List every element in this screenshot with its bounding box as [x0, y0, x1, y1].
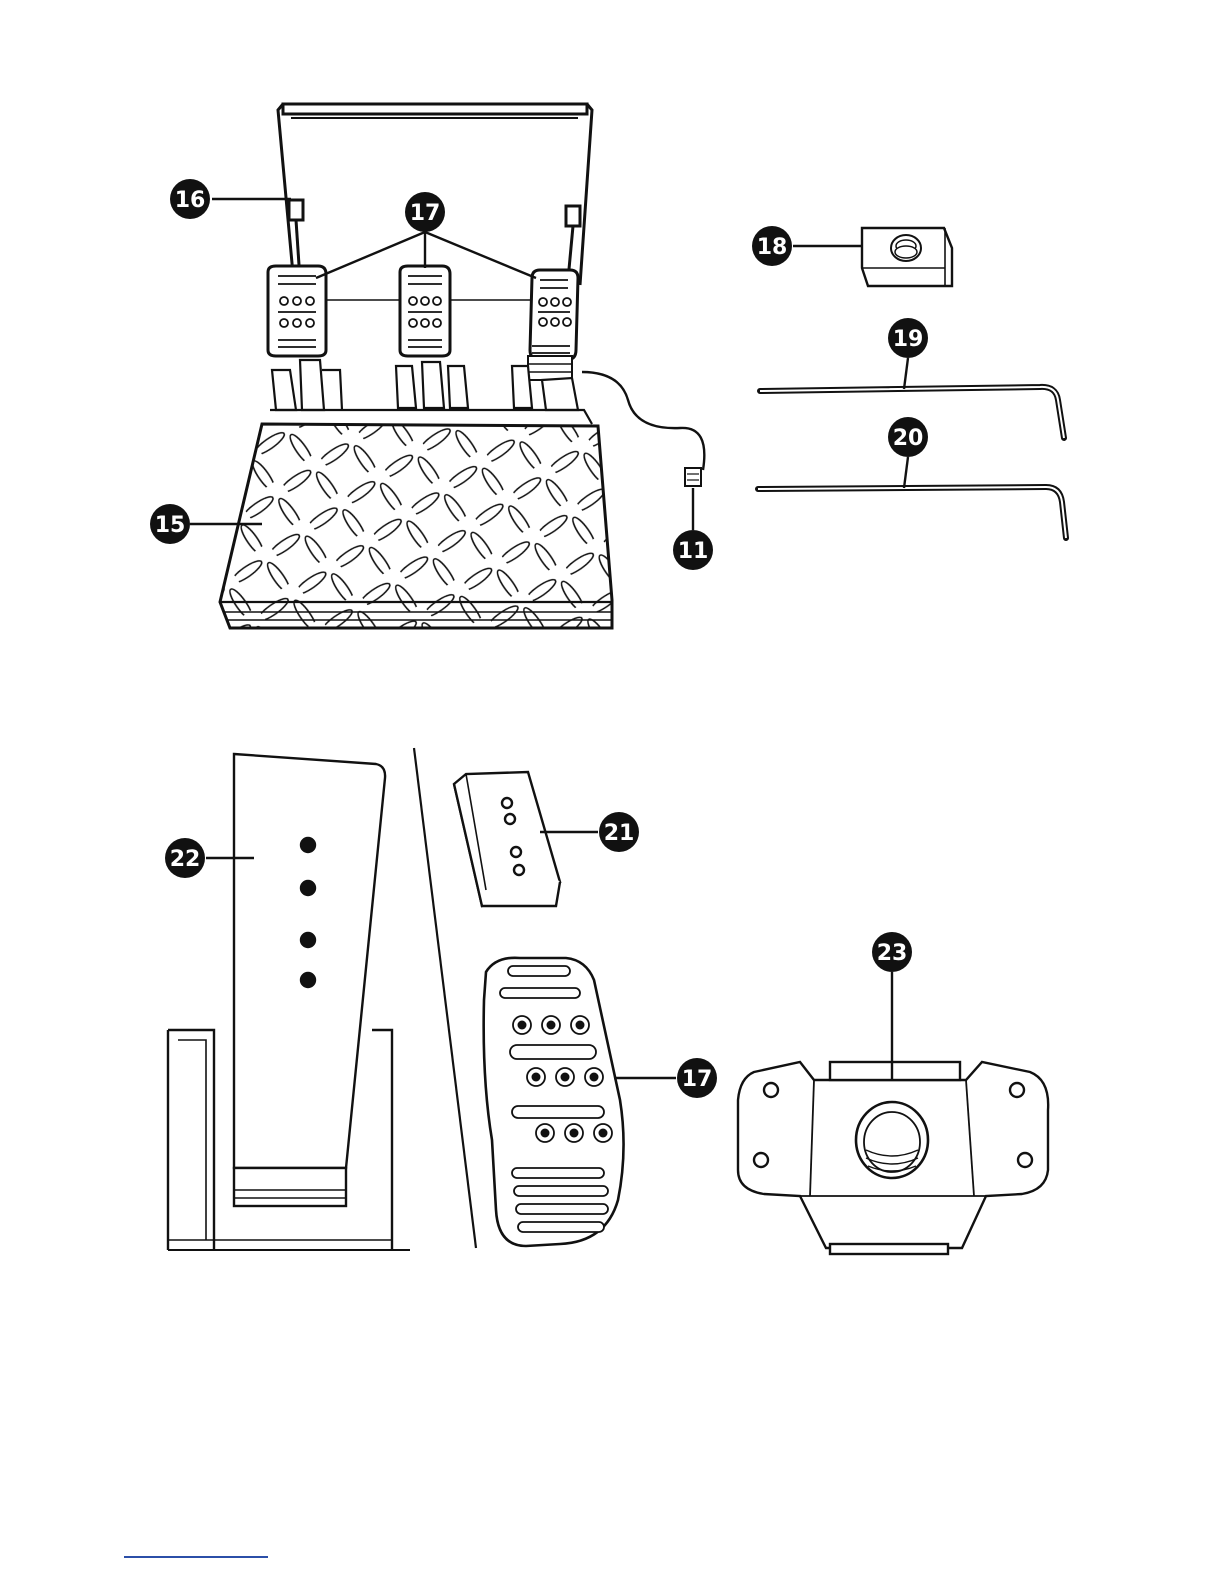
callout-19: 19 — [888, 318, 928, 358]
svg-text:21: 21 — [604, 821, 635, 846]
pedal-pad-center — [400, 266, 450, 356]
callout-17-top: 17 — [405, 192, 445, 232]
callout-11: 11 — [673, 530, 713, 570]
callout-18: 18 — [752, 226, 792, 266]
pedal-insert-illustration — [454, 772, 560, 906]
svg-text:18: 18 — [757, 235, 788, 260]
callout-20: 20 — [888, 417, 928, 457]
svg-text:20: 20 — [893, 426, 924, 451]
svg-text:17: 17 — [682, 1067, 713, 1092]
pedal-set-illustration — [220, 104, 704, 628]
svg-text:15: 15 — [155, 513, 186, 538]
callout-23: 23 — [872, 932, 912, 972]
pedal-arm-illustration — [168, 754, 410, 1250]
pedal-pad-large-illustration — [484, 958, 624, 1246]
callout-15: 15 — [150, 504, 190, 544]
allen-key-small-illustration — [758, 487, 1066, 538]
footer-rule — [124, 1556, 268, 1558]
svg-text:17: 17 — [410, 201, 441, 226]
callout-17-bottom: 17 — [677, 1058, 717, 1098]
svg-text:16: 16 — [175, 188, 206, 213]
callout-22: 22 — [165, 838, 205, 878]
svg-text:19: 19 — [893, 327, 924, 352]
mounting-bracket-illustration — [738, 1062, 1048, 1254]
callout-16: 16 — [170, 179, 210, 219]
threaded-nut-illustration — [862, 228, 952, 286]
callout-21: 21 — [599, 812, 639, 852]
svg-text:11: 11 — [678, 539, 709, 564]
pedal-pad-right — [528, 270, 578, 380]
svg-text:22: 22 — [170, 847, 201, 872]
pedal-pad-left — [268, 266, 326, 356]
svg-text:23: 23 — [877, 941, 908, 966]
